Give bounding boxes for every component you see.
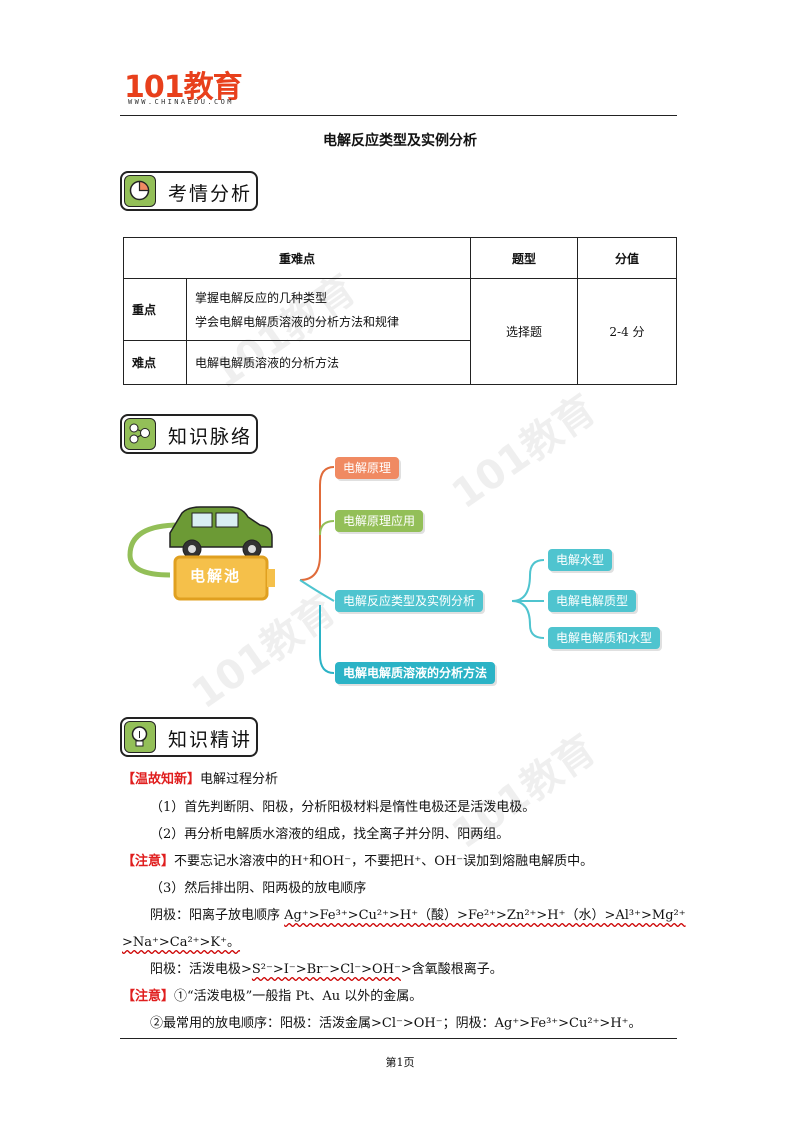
table-cell-line: 学会电解电解质溶液的分析方法和规律 xyxy=(195,314,400,329)
section-header-analysis: 考情分析 xyxy=(120,171,258,211)
logo: 101教育 WWW.CHINAEDU.COM xyxy=(124,62,254,110)
section-label: 考情分析 xyxy=(168,183,253,205)
table-header: 重难点 xyxy=(123,237,471,279)
score: 2-4 分 xyxy=(577,278,677,385)
content-line: （3）然后排出阴、阳两极的放电顺序 xyxy=(150,881,367,896)
content-line: （2）再分析电解质水溶液的组成，找全离子并分阴、阳两组。 xyxy=(150,827,510,842)
table-header: 题型 xyxy=(470,237,578,279)
content-line: ②最常用的放电顺序：阳极：活泼金属>Cl⁻>OH⁻；阴极：Ag⁺>Fe³⁺>Cu… xyxy=(150,1016,642,1031)
content-line: 【注意】①“活泼电极”一般指 Pt、Au 以外的金属。 xyxy=(122,989,423,1004)
pie-chart-icon xyxy=(124,175,156,207)
section-label: 知识脉络 xyxy=(168,426,253,448)
page-number: 第1页 xyxy=(385,1056,415,1069)
mindmap-node: 电解原理 xyxy=(335,457,400,479)
logo-url: WWW.CHINAEDU.COM xyxy=(128,98,234,106)
content-line: 【温故知新】电解过程分析 xyxy=(122,772,279,787)
content-line: 阳极：活泼电极>S²⁻>I⁻>Br⁻>Cl⁻>OH⁻>含氧酸根离子。 xyxy=(150,962,503,977)
mindmap-node: 电解原理应用 xyxy=(335,510,424,532)
page-title: 电解反应类型及实例分析 xyxy=(323,133,477,149)
table-header: 分值 xyxy=(577,237,677,279)
logo-text: 101教育 xyxy=(124,70,243,105)
row-label: 重点 xyxy=(123,278,187,341)
footer-rule xyxy=(120,1038,677,1039)
mindmap-node: 电解反应类型及实例分析 xyxy=(335,590,484,612)
question-type: 选择题 xyxy=(470,278,578,385)
mindmap-root: 电解池 xyxy=(190,567,242,585)
table-cell-line: 电解电解质溶液的分析方法 xyxy=(186,340,471,385)
mindmap-subnode: 电解电解质型 xyxy=(548,590,637,612)
mindmap-node: 电解电解质溶液的分析方法 xyxy=(335,662,496,684)
analysis-table: 重难点 题型 分值 重点 掌握电解反应的几种类型 学会电解电解质溶液的分析方法和… xyxy=(123,237,677,385)
mindmap-subnode: 电解电解质和水型 xyxy=(548,627,661,649)
network-icon xyxy=(124,418,156,450)
section-label: 知识精讲 xyxy=(168,729,253,751)
header-rule xyxy=(120,115,677,116)
lightbulb-icon xyxy=(124,721,156,753)
section-header-knowledge-map: 知识脉络 xyxy=(120,414,258,454)
mindmap-connectors xyxy=(127,466,545,674)
content-line: 阴极：阳离子放电顺序 Ag⁺>Fe³⁺>Cu²⁺>H⁺（酸）>Fe²⁺>Zn²⁺… xyxy=(150,908,686,923)
content-line: 【注意】不要忘记水溶液中的H⁺和OH⁻，不要把H⁺、OH⁻误加到熔融电解质中。 xyxy=(122,854,594,869)
content-line: >Na⁺>Ca²⁺>K⁺。 xyxy=(122,935,241,950)
section-header-lecture: 知识精讲 xyxy=(120,717,258,757)
mindmap-subnode: 电解水型 xyxy=(548,549,613,571)
table-cell-line: 掌握电解反应的几种类型 xyxy=(195,290,328,305)
row-label: 难点 xyxy=(123,340,187,385)
content-line: （1）首先判断阴、阳极，分析阳极材料是惰性电极还是活泼电极。 xyxy=(150,800,536,815)
